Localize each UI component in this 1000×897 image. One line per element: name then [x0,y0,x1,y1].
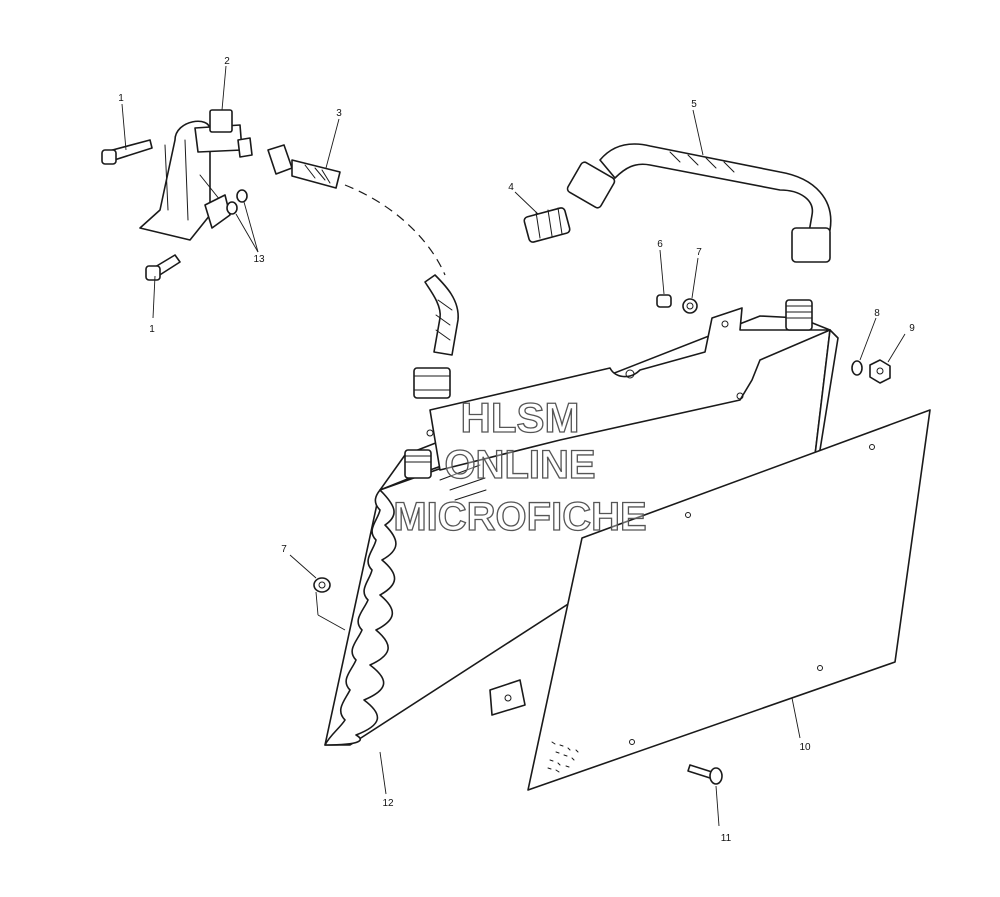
nut-9 [869,359,891,384]
cooler-inlet-fitting [404,449,432,479]
cover-plate [527,409,931,791]
watermark-line-1: HLSM [461,394,580,441]
leader-lines [121,65,906,827]
callout-8: 8 [874,308,880,319]
callout-1-lower: 1 [149,324,155,335]
callout-7-upper: 7 [696,247,702,258]
mounting-bracket [426,307,831,471]
grommet-6 [656,294,672,308]
callout-13: 13 [253,254,265,265]
hose-5 [566,143,832,263]
adapter-fitting-4 [523,207,571,243]
washer-8 [851,360,863,376]
hose-3 [267,144,459,399]
callout-4: 4 [508,182,514,193]
callout-12: 12 [382,798,394,809]
watermark-line-3: MICROFICHE [393,495,646,539]
watermark: HLSM ONLINE MICROFICHE [393,393,648,539]
callout-10: 10 [799,742,811,753]
washer-7-lower [313,577,331,593]
bolt-1-upper [101,139,153,165]
callout-2: 2 [224,56,230,67]
callout-7-lower: 7 [281,544,287,555]
callout-11: 11 [721,833,732,844]
o-rings-13 [226,189,248,215]
callout-3: 3 [336,108,342,119]
callout-9: 9 [909,323,915,334]
callout-labels: 1 1 2 3 4 5 6 7 7 8 9 10 11 12 13 [118,56,915,844]
watermark-line-2: ONLINE [444,443,595,487]
cover-speckle-pattern [547,741,579,773]
callout-6: 6 [657,239,663,250]
valve-block-assembly [139,109,253,241]
callout-5: 5 [691,99,697,110]
screw-11 [687,764,723,785]
cooler-outlet-fitting [785,299,813,331]
callout-1-upper: 1 [118,93,124,104]
bolt-1-lower [145,254,181,281]
washer-7-upper [682,298,698,314]
